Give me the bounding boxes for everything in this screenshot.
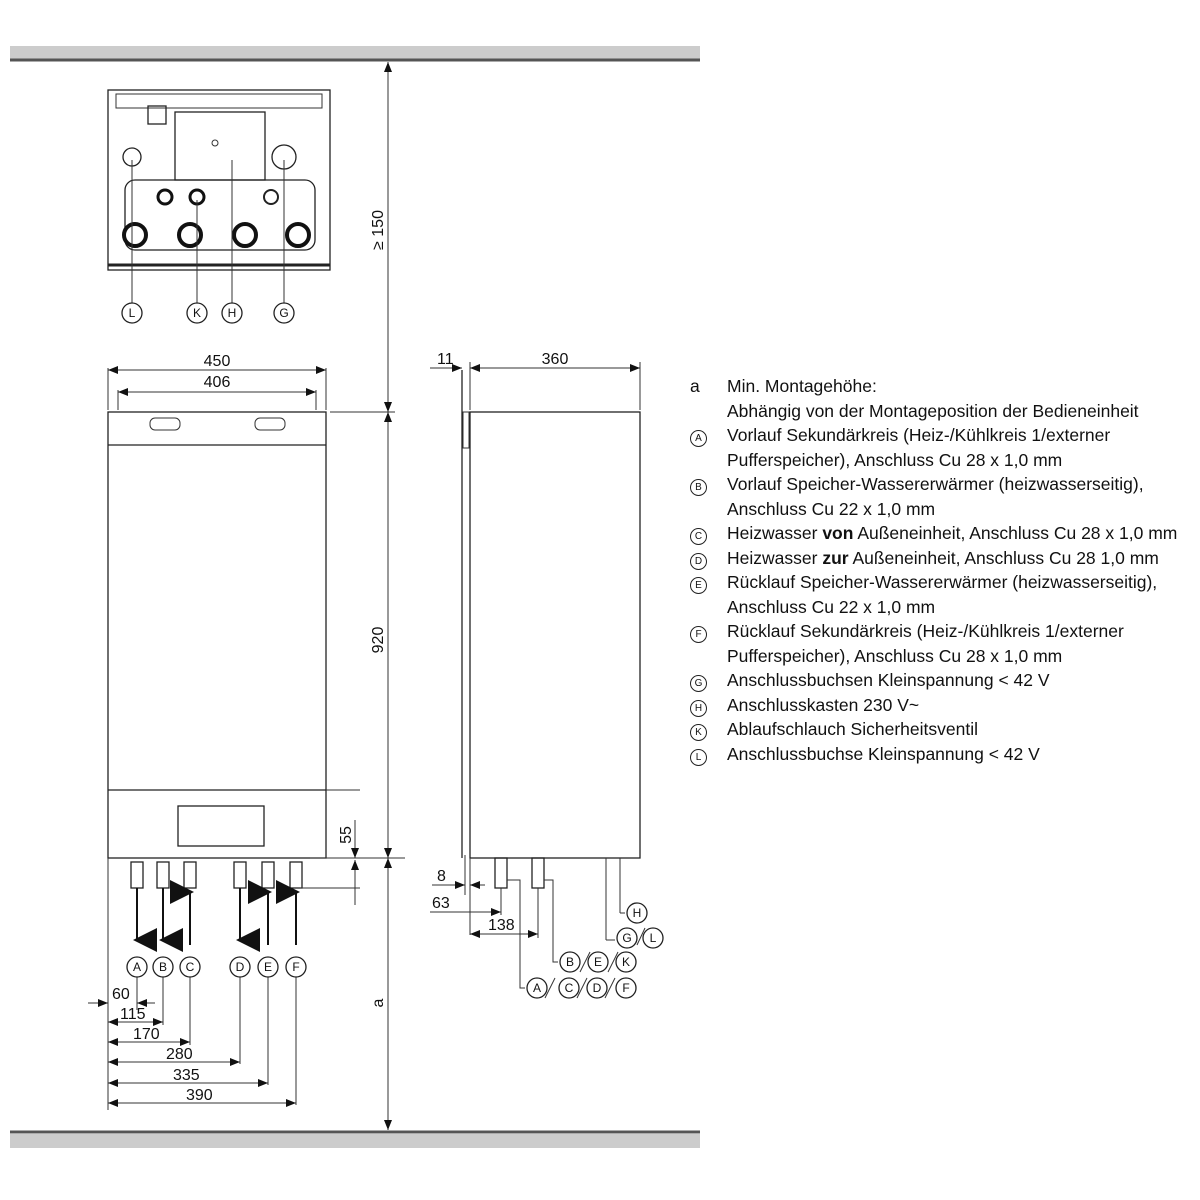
dim-360: 360	[542, 351, 569, 368]
front-pipe-labels: A B C D E F	[126, 956, 307, 978]
legend-text: Abhängig von der Montageposition der Bed…	[727, 400, 1139, 421]
legend-text: Min. Montagehöhe:	[727, 376, 877, 396]
dim-60: 60	[112, 986, 130, 1003]
legend-text-bold: zur	[822, 547, 849, 568]
legend-text: Vorlauf Sekundärkreis (Heiz-/Kühlkreis 1…	[727, 425, 1111, 470]
legend-key: B	[690, 479, 707, 496]
label-H: H	[633, 906, 642, 920]
legend-item-B: B Vorlauf Speicher-Wassererwärmer (heizwa…	[690, 472, 1195, 521]
label-C: C	[186, 960, 195, 974]
dim-115: 115	[120, 1006, 146, 1023]
label-K: K	[193, 306, 201, 320]
side-dimensions: 11 360 8 63 138	[430, 351, 641, 938]
legend-key: E	[690, 577, 707, 594]
label-G: G	[279, 306, 288, 320]
legend-item-D: D Heizwasser zur Außeneinheit, Anschluss …	[690, 546, 1195, 571]
legend: a Min. Montagehöhe: Abhängig von der Mont…	[690, 374, 1195, 766]
legend-key: A	[690, 430, 707, 447]
label-H: H	[228, 306, 237, 320]
legend-key: G	[690, 675, 707, 692]
legend-text-bold: von	[822, 523, 854, 543]
legend-item-K: K Ablaufschlauch Sicherheitsventil	[690, 717, 1195, 742]
legend-text: Heizwasser von Außeneinheit, Anschluss C…	[727, 521, 1195, 546]
legend-text: Anschlussbuchsen Kleinspannung < 42 V	[727, 670, 1050, 690]
label-A: A	[133, 960, 141, 974]
legend-text-pre: Heizwasser	[727, 547, 823, 568]
legend-item-a: a Min. Montagehöhe:	[690, 374, 1195, 399]
label-K: K	[622, 955, 630, 969]
top-view-labels: L K H G	[121, 302, 295, 324]
legend-text: Anschlusskasten 230 V~	[727, 694, 920, 715]
legend-item-F: F Rücklauf Sekundärkreis (Heiz-/Kühlkreis…	[690, 619, 1195, 668]
ceiling-line	[10, 46, 700, 62]
front-view	[107, 411, 327, 1110]
legend-text: Ablaufschlauch Sicherheitsventil	[727, 719, 978, 739]
label-G: G	[622, 931, 631, 945]
side-view	[461, 370, 641, 989]
dim-11: 11	[437, 351, 454, 368]
legend-text-rest: Außeneinheit, Anschluss Cu 28 x 1,0 mm	[853, 523, 1178, 543]
legend-key: H	[690, 699, 707, 717]
legend-key: D	[690, 552, 707, 570]
dim-170: 170	[133, 1026, 160, 1043]
legend-key: a	[690, 376, 700, 396]
label-F: F	[622, 981, 629, 995]
dim-min-150: ≥ 150	[370, 210, 387, 250]
label-L: L	[650, 931, 657, 945]
legend-key: F	[690, 626, 707, 643]
legend-item-H: H Anschlusskasten 230 V~	[690, 693, 1195, 718]
dim-138: 138	[488, 917, 515, 934]
legend-key: C	[690, 528, 707, 545]
dim-450: 450	[204, 353, 231, 370]
dim-406: 406	[204, 374, 231, 391]
legend-key: K	[690, 724, 707, 741]
legend-item-G: G Anschlussbuchsen Kleinspannung < 42 V	[690, 668, 1195, 693]
front-dimensions: 450 406 60 115 170 280 335 390 ≥ 150 920…	[88, 62, 405, 1130]
dim-390: 390	[186, 1087, 213, 1104]
legend-text-pre: Heizwasser	[727, 523, 823, 543]
legend-text: Vorlauf Speicher-Wassererwärmer (heizwas…	[727, 474, 1144, 519]
legend-text: Heizwasser zur Außeneinheit, Anschluss C…	[727, 546, 1195, 571]
label-E: E	[594, 955, 602, 969]
legend-item-C: C Heizwasser von Außeneinheit, Anschluss …	[690, 521, 1195, 546]
label-D: D	[236, 960, 245, 974]
dim-335: 335	[173, 1067, 200, 1084]
dim-55: 55	[338, 826, 355, 844]
legend-text: Anschlussbuchse Kleinspannung < 42 V	[727, 743, 1040, 764]
legend-item-A: A Vorlauf Sekundärkreis (Heiz-/Kühlkreis …	[690, 423, 1195, 472]
legend-text: Rücklauf Sekundärkreis (Heiz-/Kühlkreis …	[727, 621, 1124, 666]
dim-63: 63	[432, 895, 450, 912]
dim-280: 280	[166, 1046, 193, 1063]
label-C: C	[565, 981, 574, 995]
label-E: E	[264, 960, 272, 974]
legend-item-a-detail: Abhängig von der Montageposition der Bed…	[690, 399, 1195, 424]
dim-a: a	[370, 998, 387, 1007]
label-A: A	[533, 981, 541, 995]
top-view	[107, 89, 331, 303]
label-F: F	[292, 960, 299, 974]
dim-8: 8	[437, 868, 446, 885]
legend-key: L	[690, 748, 707, 766]
legend-item-E: E Rücklauf Speicher-Wassererwärmer (heizw…	[690, 570, 1195, 619]
legend-item-L: L Anschlussbuchse Kleinspannung < 42 V	[690, 742, 1195, 767]
label-L: L	[129, 306, 136, 320]
floor-line	[10, 1130, 700, 1148]
label-B: B	[159, 960, 167, 974]
side-labels: H G L B E K A C D F	[526, 902, 664, 999]
legend-text: Rücklauf Speicher-Wassererwärmer (heizwa…	[727, 572, 1158, 617]
label-D: D	[593, 981, 602, 995]
label-B: B	[566, 955, 574, 969]
dim-920: 920	[370, 627, 387, 654]
legend-text-rest: Außeneinheit, Anschluss Cu 28 1,0 mm	[848, 547, 1159, 568]
